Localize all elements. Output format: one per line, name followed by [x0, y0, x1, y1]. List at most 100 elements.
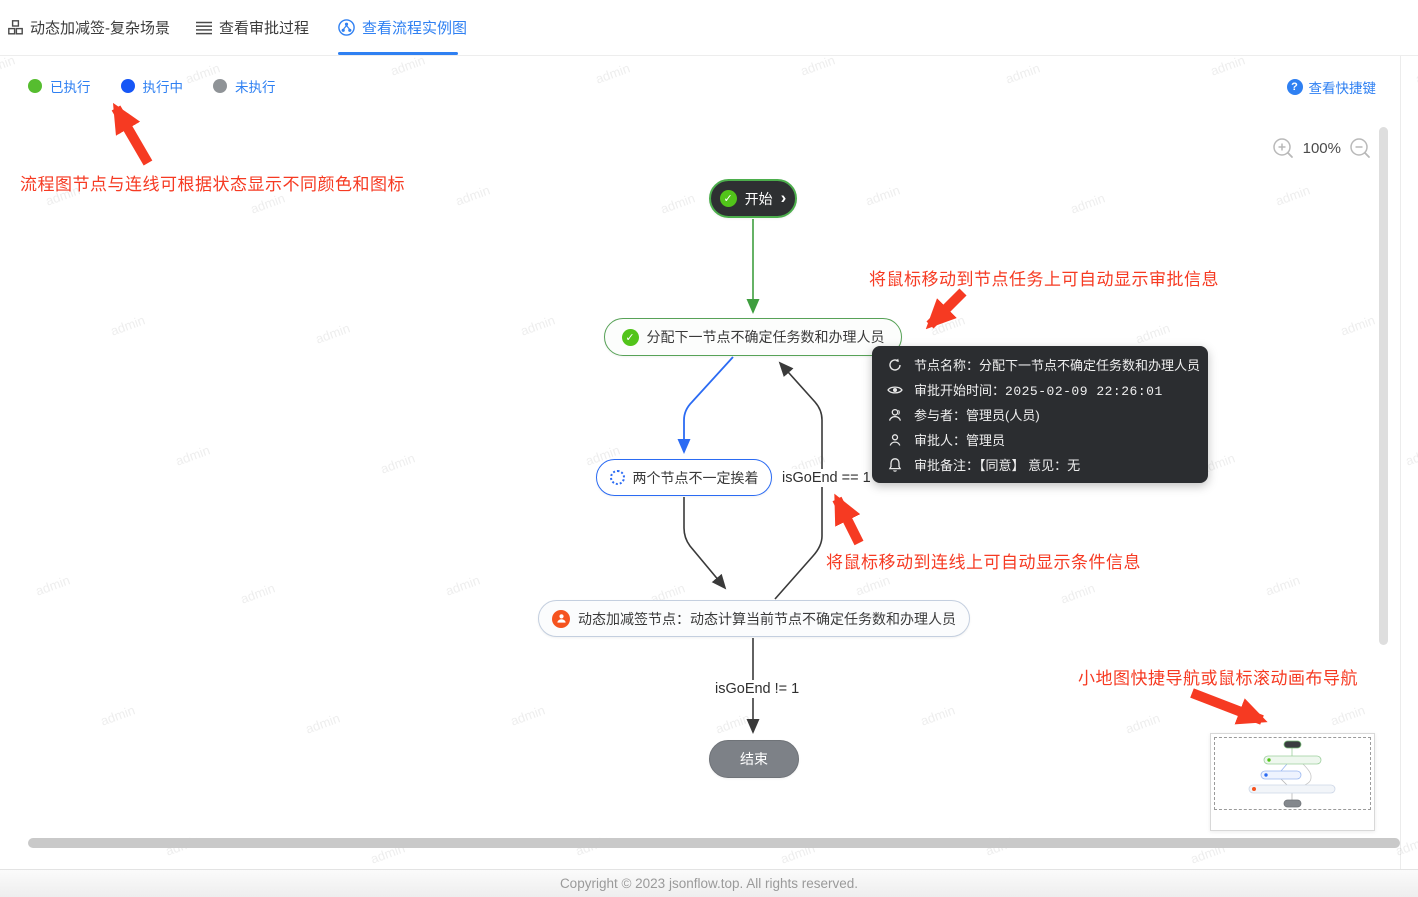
- red-arrow-to-edge-label: [832, 493, 864, 546]
- red-arrow-to-legend: [111, 102, 153, 166]
- tab-label: 查看流程实例图: [362, 20, 468, 37]
- start-node-label: 开始: [744, 190, 773, 207]
- watermark-text: admin: [918, 702, 957, 729]
- end-node[interactable]: 结束: [709, 740, 799, 778]
- annotation-minimap-note: 小地图快捷导航或鼠标滚动画布导航: [1078, 669, 1358, 688]
- watermark-text: admin: [173, 442, 212, 469]
- tooltip-row-approver: 审批人：管理员: [887, 430, 1208, 449]
- tooltip-row-start-time: 审批开始时间：2025-02-09 22:26:01: [887, 380, 1208, 399]
- watermark-text: admin: [1413, 60, 1418, 87]
- watermark-text: admin: [1003, 60, 1042, 87]
- loading-spinner-icon: [609, 470, 625, 485]
- countersign-user-icon: [552, 609, 570, 628]
- status-legend: 已执行 执行中 未执行: [28, 76, 276, 96]
- watermark-text: admin: [108, 312, 147, 339]
- watermark-text: admin: [658, 190, 697, 217]
- watermark-text: admin: [313, 320, 352, 347]
- watermark-text: admin: [1263, 572, 1302, 599]
- watermark-text: admin: [853, 572, 892, 599]
- zoom-level: 100%: [1302, 140, 1341, 157]
- copyright-text: Copyright © 2023 jsonflow.top. All right…: [559, 876, 859, 891]
- annotation-node-hover-note: 将鼠标移动到节点任务上可自动显示审批信息: [869, 270, 1219, 289]
- tab-approval-process[interactable]: 查看审批过程: [196, 0, 309, 55]
- active-tab-underline: [338, 52, 458, 55]
- watermark-text: admin: [1133, 320, 1172, 347]
- watermark-text: admin: [1403, 442, 1418, 469]
- vertical-scrollbar[interactable]: [1379, 127, 1388, 645]
- minimap[interactable]: [1210, 733, 1375, 831]
- green-status-dot: [28, 79, 42, 93]
- watermark-text: admin: [98, 702, 137, 729]
- question-icon: ?: [1286, 79, 1303, 95]
- list-icon: [196, 21, 212, 34]
- task1-node-label: 分配下一节点不确定任务数和办理人员: [646, 329, 885, 345]
- edge-task2-to-task3: [683, 497, 727, 590]
- task3-node[interactable]: 动态加减签节点：动态计算当前节点不确定任务数和办理人员: [538, 600, 970, 637]
- sync-icon: [889, 358, 901, 371]
- view-shortcuts-link[interactable]: ? 查看快捷键: [1286, 77, 1377, 97]
- watermark-text: admin: [303, 710, 342, 737]
- watermark-text: admin: [238, 580, 277, 607]
- bell-icon: [888, 457, 902, 472]
- watermark-text: admin: [593, 60, 632, 87]
- watermark-text: admin: [1068, 190, 1107, 217]
- watermark-text: admin: [863, 182, 902, 209]
- tab-flow-instance-diagram[interactable]: 查看流程实例图: [338, 0, 467, 55]
- legend-item-executed: 已执行: [28, 76, 91, 96]
- eye-icon: [887, 386, 903, 393]
- legend-label: 已执行: [50, 80, 91, 95]
- watermark-text: admin: [928, 312, 967, 339]
- annotation-edge-hover-note: 将鼠标移动到连线上可自动显示条件信息: [826, 553, 1141, 572]
- legend-label: 未执行: [235, 80, 276, 95]
- task3-node-label: 动态加减签节点：动态计算当前节点不确定任务数和办理人员: [578, 610, 956, 627]
- gray-status-dot: [213, 79, 227, 93]
- watermark-text: admin: [713, 710, 752, 737]
- user-icon: [889, 433, 901, 446]
- canvas-right-border: [1400, 56, 1401, 869]
- zoom-out-icon[interactable]: [1349, 137, 1372, 160]
- watermark-text: admin: [1208, 52, 1247, 79]
- watermark-text: admin: [0, 52, 17, 79]
- watermark-text: admin: [1123, 710, 1162, 737]
- chevron-right-icon: ›: [780, 188, 787, 207]
- watermark-text: admin: [1058, 580, 1097, 607]
- watermark-text: admin: [388, 52, 427, 79]
- task1-node[interactable]: ✓ 分配下一节点不确定任务数和办理人员: [604, 318, 902, 356]
- tab-label: 查看审批过程: [219, 20, 310, 37]
- minimap-flow-preview: [1248, 740, 1336, 808]
- watermark-text: admin: [1273, 182, 1312, 209]
- watermark-text: admin: [443, 572, 482, 599]
- zoom-in-icon[interactable]: [1272, 137, 1295, 160]
- watermark-text: admin: [518, 312, 557, 339]
- blue-status-dot: [120, 79, 135, 93]
- tooltip-row-participants: 参与者：管理员(人员): [887, 405, 1208, 424]
- watermark-text: admin: [1328, 702, 1367, 729]
- legend-item-running: 执行中: [120, 76, 184, 96]
- red-arrow-to-minimap: [1190, 688, 1268, 725]
- task2-node[interactable]: 两个节点不一定挨着: [596, 459, 772, 496]
- watermark-text: admin: [508, 702, 547, 729]
- shortcut-label: 查看快捷键: [1308, 81, 1377, 96]
- tab-process-title[interactable]: 动态加减签-复杂场景: [8, 0, 170, 55]
- footer: Copyright © 2023 jsonflow.top. All right…: [0, 869, 1418, 897]
- watermark-text: admin: [798, 52, 837, 79]
- edge-label-isgoend-eq1[interactable]: isGoEnd == 1: [779, 469, 874, 487]
- legend-item-pending: 未执行: [213, 76, 276, 96]
- horizontal-scrollbar[interactable]: [28, 838, 1400, 848]
- start-node[interactable]: ✓ 开始 ›: [709, 179, 797, 218]
- watermark-text: admin: [33, 572, 72, 599]
- minimap-viewport[interactable]: [1214, 737, 1371, 810]
- approval-info-tooltip: 节点名称：分配下一节点不确定任务数和办理人员 审批开始时间：2025-02-09…: [872, 346, 1208, 483]
- edge-label-isgoend-ne1[interactable]: isGoEnd != 1: [712, 680, 803, 698]
- tooltip-row-node-name: 节点名称：分配下一节点不确定任务数和办理人员: [887, 355, 1208, 374]
- red-arrow-to-task1: [925, 288, 967, 330]
- watermark-text: admin: [1338, 312, 1377, 339]
- annotation-legend-note: 流程图节点与连线可根据状态显示不同颜色和图标: [20, 175, 405, 194]
- end-node-label: 结束: [740, 751, 768, 767]
- tooltip-row-remark: 审批备注：【同意】 意见：无: [887, 455, 1208, 474]
- watermark-text: admin: [453, 182, 492, 209]
- legend-label: 执行中: [142, 80, 184, 95]
- check-circle-icon: ✓: [719, 190, 737, 207]
- tab-label: 动态加减签-复杂场景: [30, 20, 170, 37]
